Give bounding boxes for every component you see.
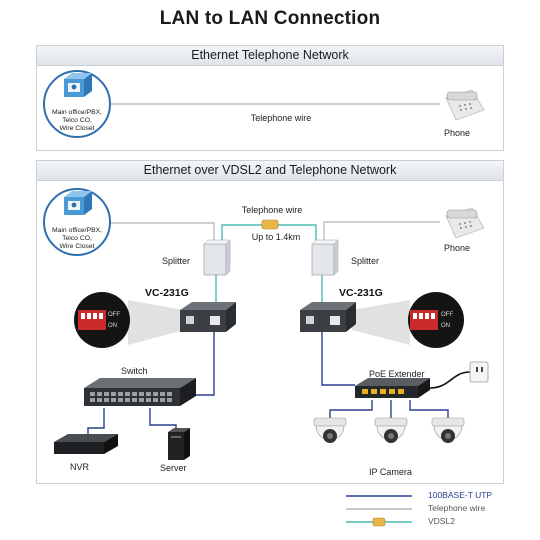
legend-label-telephone: Telephone wire	[428, 503, 486, 513]
switch-icon	[84, 378, 196, 406]
office-label-line: Main office/PBX,	[51, 109, 103, 116]
nvr-icon	[54, 434, 118, 454]
vc-231g-right-device	[300, 302, 356, 332]
power-outlet-icon	[469, 361, 489, 383]
dip-switch-callout-left	[74, 292, 130, 348]
dip-switch-callout-right	[408, 292, 464, 348]
ip-camera-label: IP Camera	[369, 467, 412, 477]
server-label: Server	[160, 463, 187, 473]
vc-231g-right-label: VC-231G	[339, 287, 383, 299]
poe-extender-label: PoE Extender	[369, 369, 425, 379]
phone-label-bottom: Phone	[443, 243, 471, 253]
dip-off-label-right: OFF	[441, 312, 453, 318]
ip-camera-icon-2	[374, 417, 408, 443]
legend-vdsl2-connector	[372, 517, 386, 527]
telephone-wire-label-top: Telephone wire	[250, 113, 312, 123]
office-pbx-icon-bottom	[43, 188, 111, 256]
switch-label: Switch	[121, 366, 148, 376]
ip-camera-icon-3	[431, 417, 465, 443]
splitter-right-icon	[311, 239, 339, 276]
utp-poe-camera3	[409, 400, 449, 418]
splitter-left-icon	[203, 239, 231, 276]
distance-label: Up to 1.4km	[251, 232, 301, 242]
poe-power-cable	[429, 371, 471, 389]
utp-right-device-poe	[321, 332, 355, 386]
vdsl2-connector	[261, 219, 279, 230]
phone-icon-top	[445, 89, 485, 121]
telephone-wire-office-splitter	[108, 222, 215, 244]
telephone-wire-splitter-phone	[323, 221, 440, 244]
poe-extender-icon	[355, 378, 430, 398]
zoom-cone-left	[128, 300, 184, 345]
splitter-left-label: Splitter	[162, 256, 191, 266]
nvr-label: NVR	[70, 462, 90, 472]
office-pbx-icon-top	[43, 70, 111, 138]
vc-231g-left-device	[180, 302, 236, 332]
ip-camera-icon-1	[313, 417, 347, 443]
zoom-cone-right	[352, 300, 410, 345]
telephone-wire-label-bottom: Telephone wire	[241, 205, 303, 215]
legend-label-utp: 100BASE-T UTP	[428, 490, 493, 500]
legend-label-vdsl2: VDSL2	[428, 516, 455, 526]
ethernet-telephone-network-panel: Ethernet Telephone Network	[36, 45, 504, 151]
office-label-top: Main office/PBX, Telco CO, Wire Closet	[44, 109, 110, 133]
office-label-line: Main office/PBX,	[51, 227, 103, 234]
office-label-line: Wire Closet	[59, 243, 95, 250]
dip-off-label-left: OFF	[108, 312, 120, 318]
office-label-line: Wire Closet	[59, 125, 95, 132]
office-label-line: Telco CO,	[62, 235, 92, 242]
panel-header: Ethernet over VDSL2 and Telephone Networ…	[37, 161, 503, 181]
dip-on-label-right: ON	[441, 323, 450, 329]
utp-poe-camera1	[329, 400, 373, 418]
diagram-title: LAN to LAN Connection	[159, 8, 381, 29]
panel-header: Ethernet Telephone Network	[37, 46, 503, 66]
vc-231g-left-label: VC-231G	[145, 287, 189, 299]
utp-switch-server	[149, 408, 177, 430]
splitter-right-label: Splitter	[351, 256, 380, 266]
office-label-bottom: Main office/PBX, Telco CO, Wire Closet	[44, 227, 110, 251]
office-label-line: Telco CO,	[62, 117, 92, 124]
dip-on-label-left: ON	[108, 323, 117, 329]
phone-label-top: Phone	[443, 128, 471, 138]
server-icon	[168, 428, 190, 460]
phone-icon-bottom	[445, 207, 485, 239]
